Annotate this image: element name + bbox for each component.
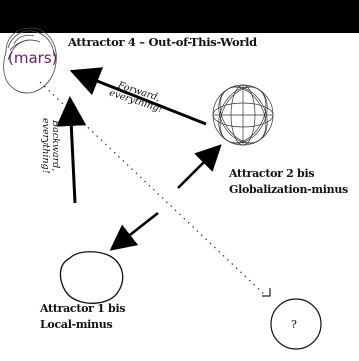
backward-arrow bbox=[71, 120, 75, 203]
arrow-to-attractor1 bbox=[126, 213, 158, 238]
unknown-label: ? bbox=[291, 318, 297, 331]
attractor1-label: Attractor 1 bis Local-minus bbox=[40, 301, 125, 333]
backward-arrow-label: Backward, everything! bbox=[40, 118, 60, 174]
globe-icon bbox=[209, 78, 277, 152]
arrow-to-attractor2 bbox=[178, 159, 207, 188]
mars-label: (mars) bbox=[8, 49, 58, 67]
attractor2-label: Attractor 2 bis Globalization-minus bbox=[229, 166, 348, 198]
attractor1-line2: Local-minus bbox=[40, 317, 125, 333]
backward-line1: Backward, bbox=[50, 118, 60, 174]
local-blob bbox=[61, 252, 123, 304]
attractor2-line2: Globalization-minus bbox=[229, 182, 348, 198]
attractor2-line1: Attractor 2 bis bbox=[229, 166, 348, 182]
dotted-corner-icon bbox=[262, 288, 270, 296]
attractor4-title: Attractor 4 – Out-of-This-World bbox=[68, 35, 257, 49]
backward-line2: everything! bbox=[40, 118, 50, 174]
attractor1-line1: Attractor 1 bis bbox=[40, 301, 125, 317]
